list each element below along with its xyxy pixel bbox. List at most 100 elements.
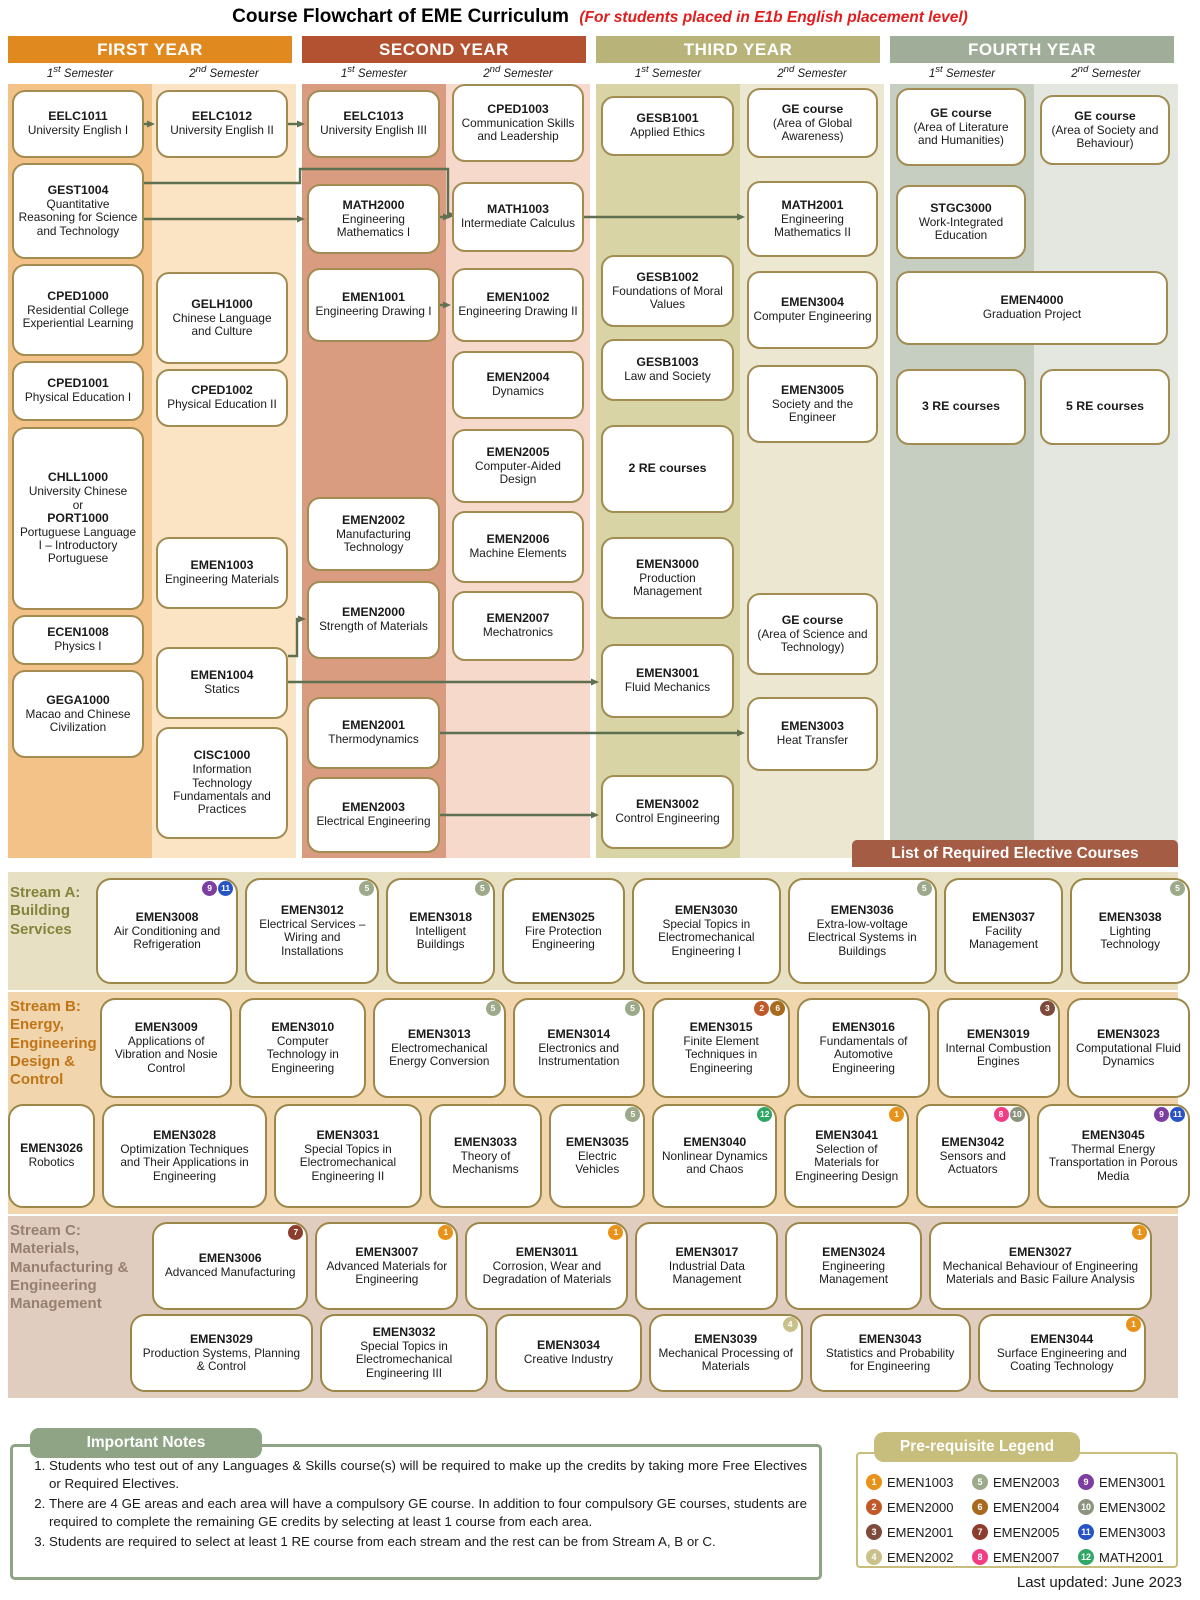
course-code: CPED1000 — [47, 288, 109, 303]
course-code: EMEN3016 — [832, 1020, 895, 1035]
title-row: Course Flowchart of EME Curriculum (For … — [0, 6, 1200, 28]
course-name: Mechatronics — [482, 625, 554, 640]
course-name: Engineering Management — [819, 1258, 889, 1286]
course-code: EMEN3031 — [316, 1128, 380, 1143]
prerequisite-badge-10: 10 — [1009, 1107, 1025, 1122]
course-code: EMEN2003 — [342, 800, 405, 815]
course-name: Intelligent Buildings — [415, 923, 466, 951]
course-code: EMEN3014 — [547, 1026, 611, 1041]
title-note: (For students placed in E1b English plac… — [579, 9, 968, 26]
course-code: GE course — [1074, 108, 1136, 123]
course-code: EMEN3028 — [153, 1128, 216, 1143]
course-name: Electric Vehicles — [575, 1148, 620, 1176]
course-code: GE course — [781, 101, 844, 116]
course-code: EMEN3007 — [355, 1244, 419, 1259]
prerequisite-badge-5: 5 — [485, 1001, 501, 1016]
course-code: EELC1012 — [191, 109, 253, 124]
course-name: Electrical Services – Wiring and Install… — [259, 916, 366, 958]
course-name: Special Topics in Electromechanical Engi… — [299, 1141, 397, 1183]
course-code: EMEN4000 — [1000, 293, 1064, 308]
course-code: EMEN3018 — [409, 909, 473, 924]
course-code: EMEN3026 — [20, 1141, 83, 1156]
course-box-3-re-courses: 3 RE courses — [896, 369, 1026, 445]
prerequisite-badge-3: 3 — [1039, 1001, 1055, 1016]
prerequisite-badges: 7 — [288, 1225, 304, 1240]
course-name: Residential College Experiential Learnin… — [22, 302, 134, 330]
course-code: EMEN2001 — [342, 718, 405, 733]
important-notes-box: Students who test out of any Languages &… — [10, 1444, 822, 1580]
course-code: 5 RE courses — [1066, 399, 1144, 414]
course-code: EMEN3024 — [822, 1244, 886, 1259]
course-code: EMEN3023 — [1096, 1026, 1160, 1041]
course-code: GELH1000 — [191, 296, 253, 311]
semester-label: 1st Semester — [340, 64, 408, 80]
prerequisite-badge-10: 10 — [1078, 1499, 1094, 1515]
course-name: Engineering Materials — [164, 572, 280, 587]
course-name: Fundamentals of Automotive Engineering — [819, 1033, 908, 1075]
prerequisite-badge-5: 5 — [916, 881, 932, 896]
semester-label: 2nd Semester — [777, 64, 847, 80]
course-name: Law and Society — [624, 369, 711, 384]
course-code: EMEN3001 — [636, 666, 699, 681]
prerequisite-badge-1: 1 — [866, 1474, 882, 1490]
course-code: EMEN3004 — [781, 295, 844, 310]
course-code: EMEN3017 — [675, 1244, 739, 1259]
course-name: Mechanical Processing of Materials — [658, 1345, 793, 1373]
prerequisite-badge-7: 7 — [288, 1225, 304, 1240]
prerequisite-badges: 5 — [485, 1001, 501, 1016]
course-name: Thermodynamics — [328, 732, 419, 747]
prerequisite-badge-7: 7 — [972, 1524, 988, 1540]
course-code: CPED1003 — [487, 101, 549, 116]
course-name: Nonlinear Dynamics and Chaos — [662, 1148, 768, 1176]
prerequisite-badge-1: 1 — [889, 1107, 905, 1122]
legend-code: EMEN1003 — [887, 1474, 954, 1490]
course-code: EELC1013 — [343, 109, 404, 124]
prerequisite-badges: 5 — [916, 881, 932, 896]
prerequisite-badge-5: 5 — [1170, 881, 1185, 896]
legend-item-1: 1 EMEN1003 — [866, 1474, 966, 1490]
course-code: EMEN3045 — [1081, 1128, 1145, 1143]
prerequisite-badge-8: 8 — [993, 1107, 1009, 1122]
course-code: EMEN3012 — [280, 903, 344, 918]
note-item: Students who test out of any Languages &… — [49, 1457, 807, 1492]
course-name: University English I — [27, 123, 129, 138]
year-header-2: SECOND YEAR — [302, 36, 586, 63]
course-name: Strength of Materials — [319, 619, 428, 634]
prerequisite-badge-9: 9 — [1078, 1474, 1094, 1490]
legend-header: Pre-requisite Legend — [874, 1432, 1080, 1462]
legend-code: EMEN2007 — [993, 1549, 1060, 1565]
note-item: There are 4 GE areas and each area will … — [49, 1495, 807, 1530]
